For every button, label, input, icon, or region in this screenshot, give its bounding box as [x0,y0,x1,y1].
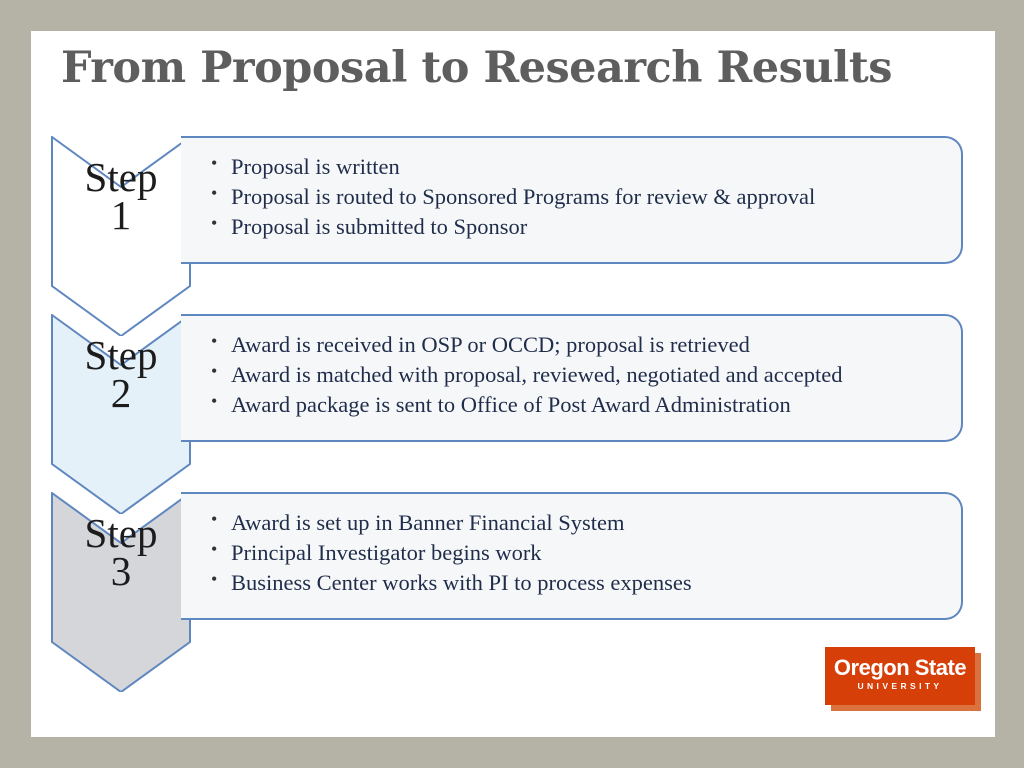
step-2-chevron [51,314,191,514]
step-1-chevron [51,136,191,336]
oregon-state-logo: Oregon State UNIVERSITY [825,647,981,711]
bullet-icon: • [211,509,218,529]
bullet-icon: • [211,539,218,559]
step-2-box: •Award is received in OSP or OCCD; propo… [181,314,963,442]
bullet-icon: • [211,569,218,589]
list-item: •Award is set up in Banner Financial Sys… [209,508,961,538]
step-1-chevron-shape [51,136,191,336]
step-3-chevron [51,492,191,692]
list-item: •Proposal is submitted to Sponsor [209,212,961,242]
bullet-icon: • [211,331,218,351]
logo-plate: Oregon State UNIVERSITY [825,647,975,705]
step-3-label: Step 3 [84,510,158,594]
step-2-list: •Award is received in OSP or OCCD; propo… [209,330,961,420]
slide: From Proposal to Research Results Step 1… [31,31,995,737]
bullet-icon: • [211,153,218,173]
step-3-box: •Award is set up in Banner Financial Sys… [181,492,963,620]
bullet-icon: • [211,391,218,411]
list-item: •Proposal is written [209,152,961,182]
list-item: •Award is matched with proposal, reviewe… [209,360,961,390]
logo-subtext: UNIVERSITY [857,681,943,691]
step-1-list: •Proposal is written •Proposal is routed… [209,152,961,242]
list-item: •Principal Investigator begins work [209,538,961,568]
step-2-label: Step 2 [84,332,158,416]
step-2-chevron-shape [51,314,191,514]
list-item: •Proposal is routed to Sponsored Program… [209,182,961,212]
step-3-chevron-shape [51,492,191,692]
step-3-list: •Award is set up in Banner Financial Sys… [209,508,961,598]
slide-title: From Proposal to Research Results [61,43,892,93]
list-item: •Business Center works with PI to proces… [209,568,961,598]
bullet-icon: • [211,361,218,381]
list-item: •Award package is sent to Office of Post… [209,390,961,420]
step-1-box: •Proposal is written •Proposal is routed… [181,136,963,264]
list-item: •Award is received in OSP or OCCD; propo… [209,330,961,360]
bullet-icon: • [211,183,218,203]
step-1-label: Step 1 [84,154,158,238]
logo-wordmark: Oregon State [833,655,967,680]
bullet-icon: • [211,213,218,233]
